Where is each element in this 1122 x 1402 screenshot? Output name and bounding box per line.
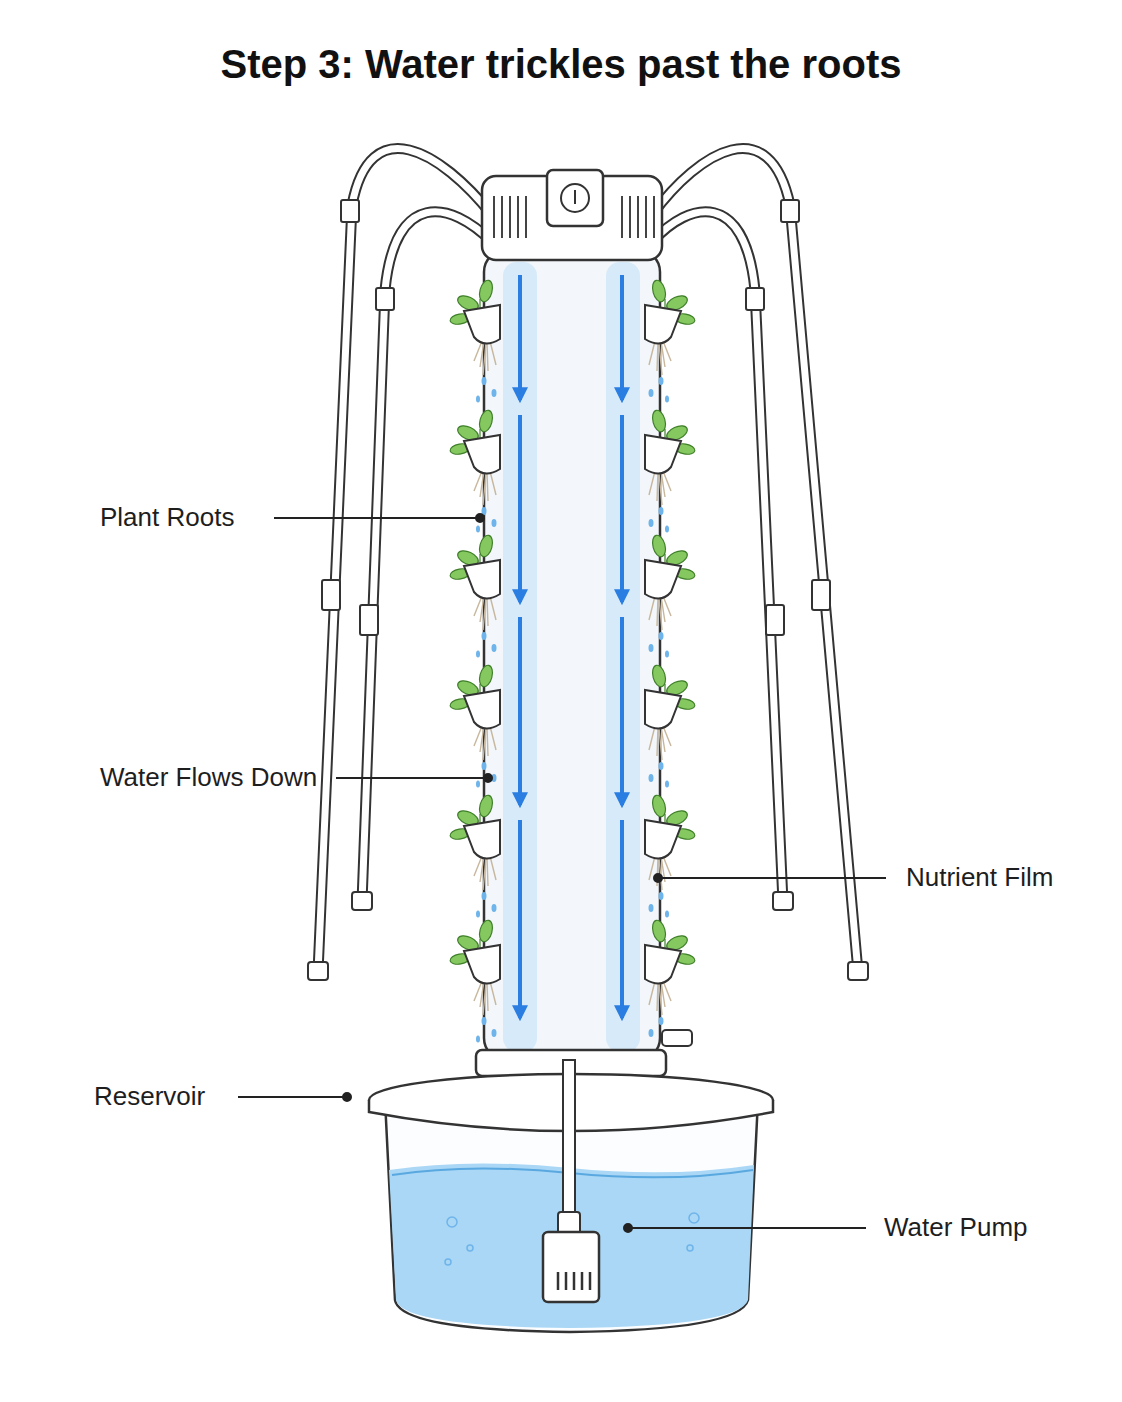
flow-arrows [520,275,622,1018]
leader-lines [238,514,886,1232]
plant-pockets [449,279,695,1043]
part-label: Nutrient Film [906,862,1053,893]
diagram-title: Step 3: Water trickles past the roots [221,42,902,87]
reservoir [369,1030,773,1332]
part-label: Water Pump [884,1212,1028,1243]
water-pump [543,1060,599,1302]
water-channel [503,262,537,1052]
part-label: Plant Roots [100,502,234,533]
part-label: Reservoir [94,1081,205,1112]
tower-column [484,250,660,1060]
tower-cap [482,170,662,260]
water-channel [606,262,640,1052]
part-label: Water Flows Down [100,762,317,793]
